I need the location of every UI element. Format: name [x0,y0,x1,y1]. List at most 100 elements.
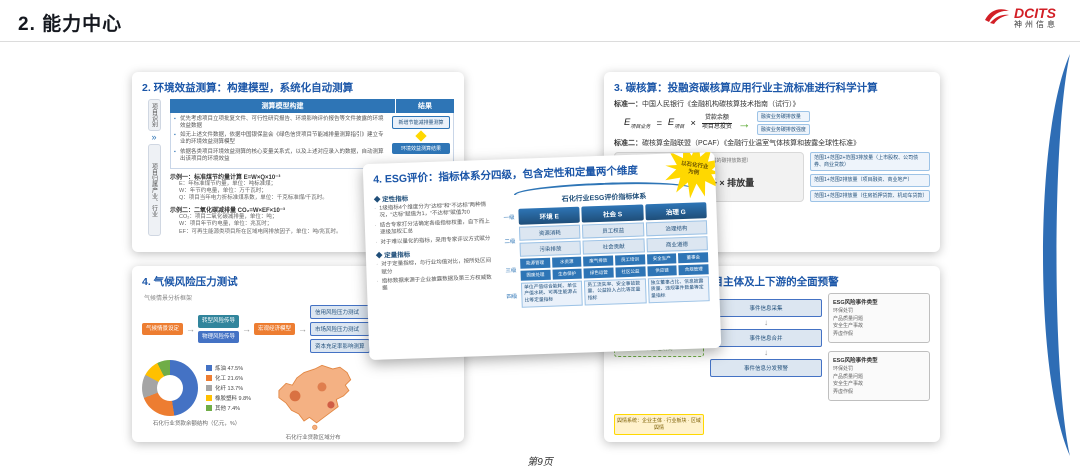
page-number: 第9页 [527,457,553,468]
formula-base2: E [667,116,675,128]
env-bullet: 优先考虑项目立项批复文件、可行性研究报告、环境影响评价报告等文件披露的环境效益数… [174,116,388,130]
logo-brand-text: DCITS [1014,5,1056,21]
esg-l3-cell: 合规管理 [678,264,709,276]
esg-event-type-item: 产品质量问题 [833,315,864,322]
donut-chart [142,360,198,416]
esg-l3-cell: 董事会 [678,252,709,264]
diamond-arrow-icon [415,130,427,142]
legend-swatch [206,375,212,381]
formula-base1: E [624,116,631,128]
env-result-box-2: 环境效益测算结果 [392,143,450,154]
esg-event-type-item: 安全生产事故 [833,381,864,387]
env-bullet-list: 优先考虑项目立项批复文件、可行性研究报告、环境影响评价报告等文件披露的环境效益数… [174,116,388,165]
right-swoosh-decoration [1026,54,1072,461]
logo-subtitle-text: 神州信息 [1014,19,1058,29]
carbon-scope-box: 范围1+范围2+范围3排放量（上市股权、公司债券、商业贷款） [810,152,930,171]
climate-output-box: 资本充足率影响测算 [310,339,370,353]
climate-flow-transition: 转型风险传导 [198,314,240,328]
arrow-down-icon: ↓ [764,318,768,327]
arrow-right-icon: → [737,115,751,131]
esg-qualitative-line: 1级指标4个维度分为“达标”和“不达标”两种情况，“达标”赋值为1，“不达标”赋… [374,202,494,221]
esg-level-rail: 一级 二级 三级 四级 [502,209,518,309]
arrow-right-icon: → [242,324,252,334]
esg-level-label: 二级 [504,238,516,246]
esg-l2-cell: 治理结构 [645,220,708,237]
esg-l3-cell: 固废处理 [520,269,551,281]
env-example1-title: 示例一：标准煤节约量计算 E=W×Q×10⁻³ [170,174,281,181]
carbon-standard1-text: 中国人民银行《金融机构碳核算技术指南（试行）》 [642,101,800,108]
esg-event-type-item: 产品质量问题 [833,373,864,380]
arrow-right-icon: → [186,324,196,334]
chevron-right-icon: » [151,132,157,142]
carbon-standard1-label: 标准一： [614,101,642,108]
esg-l2-cell: 污染排放 [519,240,582,257]
esg-event-type-item: 安全生产事故 [833,323,864,329]
env-example2-line: W：项目年节约电量，单位：兆瓦时； [179,221,273,228]
china-map-graphic [278,364,352,430]
env-result-column: 新增节能减排量测算 环境效益测算结果 [392,116,450,165]
esg-quantitative-line: 指标数据来源于企业披露数据及第三方权威数据 [377,275,497,294]
esg-event-type-title: ESG风险事件类型 [833,300,878,306]
env-side-tab: 项目归属产业、行业 [147,144,161,236]
env-table-header: 测算模型构建 [170,99,395,113]
dcits-logo: DCITS 神州信息 [984,6,1058,31]
legend-swatch [206,385,212,391]
esg-l3-cell: 安全生产 [646,253,677,265]
carbon-standard2-label: 标准二： [614,140,642,147]
esg-header-cell: 环境 E [518,206,581,225]
card-climate-title: 4. 气候风险压力测试 [142,276,238,288]
warning-event-type-column: ESG风险事件类型 环保处罚 产品质量问题 安全生产事故 弄虚作假 ESG风险事… [828,293,930,435]
map-caption: 石化行业贷款区域分布 [285,435,341,441]
esg-l2-cell: 员工权益 [582,222,645,239]
esg-indicator-table: 石化行业ESG评价指标体系 一级 二级 三级 四级 环境 E 社会 S 治理 G [502,179,710,309]
esg-l3-cell: 绿色运营 [583,267,614,279]
legend-swatch [206,395,212,401]
esg-header-cell: 治理 G [644,202,707,221]
esg-l2-cell: 资源消耗 [518,224,581,241]
legend-label: 化纤 13.7% [215,386,244,392]
formula-fraction: 贷款余额 项目总投资 [701,115,732,131]
pie-legend: 炼油 47.5% 化工 21.6% 化纤 13.7% 橡胶塑料 9.8% 其他 … [206,364,251,412]
china-heatmap: 石化行业贷款区域分布 [265,360,361,441]
env-example2-title: 示例二：二氧化碳减排量 CO₂=W×EF×10⁻³ [170,208,286,215]
dcits-swoosh-icon [984,6,1010,31]
esg-l3-cell: 员工培训 [615,254,646,266]
esg-notes-column: ◆ 定性指标 1级指标4个维度分为“达标”和“不达标”两种情况，“达标”赋值为1… [374,187,498,314]
esg-level-label: 一级 [503,214,515,221]
carbon-standard2-text: 碳核算金融联盟（PCAF）《金融行业温室气体核算和披露全球性标准》 [642,140,861,147]
esg-qualitative-line: 对于难以量化的指标，采用专家评议方式赋分 [375,235,495,247]
esg-header-cell: 社会 S [581,204,644,223]
carbon-formula: E项目业务 = E项目 × 贷款余额 项目总投资 → 融资业务碳排放量 融资业务… [624,111,930,135]
legend-label: 其他 7.4% [215,406,241,412]
esg-event-type-box: ESG风险事件类型 环保处罚 产品质量问题 安全生产事故 弄虚作假 [828,351,930,401]
pie-caption: 石化行业贷款余额结构（亿元，%） [152,421,241,427]
esg-qualitative-line: 结合专家打分法确定各级指标权重，自下而上逐级加权汇总 [375,218,495,237]
climate-output-box: 市场风险压力测试 [310,322,370,336]
loan-structure-pie-chart: 炼油 47.5% 化工 21.6% 化纤 13.7% 橡胶塑料 9.8% 其他 … [142,360,251,427]
climate-flow-physical: 物理风险传导 [198,330,240,344]
legend-label: 橡胶塑料 9.8% [215,396,252,402]
esg-l4-box: 员工流失率、安全事故数量、公益投入占比等定量指标 [584,278,647,306]
warning-collect-box: 事件信息采集 [710,299,822,317]
env-result-box-1: 新增节能减排量测算 [392,116,450,129]
card-env-title: 2. 环境效益测算：构建模型，系统化自动测算 [142,82,354,94]
esg-level-label: 四级 [506,294,518,301]
card-carbon-title: 3. 碳核算：投融资碳核算应用行业主流标准进行科学计算 [614,82,878,94]
esg-event-type-item: 弄虚作假 [833,388,854,395]
formula-denominator: 项目总投资 [701,123,732,130]
carbon-scope-box: 范围1+范围2排放量（住房抵押贷款、机动车贷款） [810,189,930,202]
env-example2-line: EF：可再生能源类项目所在区域电网排放因子，单位：吨/兆瓦时。 [179,228,342,235]
esg-event-type-item: 弄虚作假 [833,330,854,337]
carbon-output-box-1: 融资业务碳排放量 [756,111,810,122]
env-bullet: 如无上述文件数据，依据中国银保监会《绿色信贷项目节能减排量测算指引》建立专业的环… [174,132,388,146]
climate-flow-scenario: 气候情景设定 [142,322,184,336]
esg-l3-cell: 能源管理 [520,257,551,269]
esg-event-type-box: ESG风险事件类型 环保处罚 产品质量问题 安全生产事故 弄虚作假 [828,293,930,343]
esg-l3-cell: 社区公益 [615,266,646,278]
warning-merge-box: 事件信息合并 [710,329,822,347]
formula-times: × [690,117,696,129]
env-side-rail: 项目识别 » 项目归属产业、行业 [142,99,166,236]
esg-l2-cell: 商业道德 [646,236,708,253]
env-examples: 示例一：标准煤节约量计算 E=W×Q×10⁻³ E：年标准煤节约量，单位：吨标准… [170,169,454,236]
carbon-output-box-2: 融资业务碳排放强度 [756,124,810,135]
